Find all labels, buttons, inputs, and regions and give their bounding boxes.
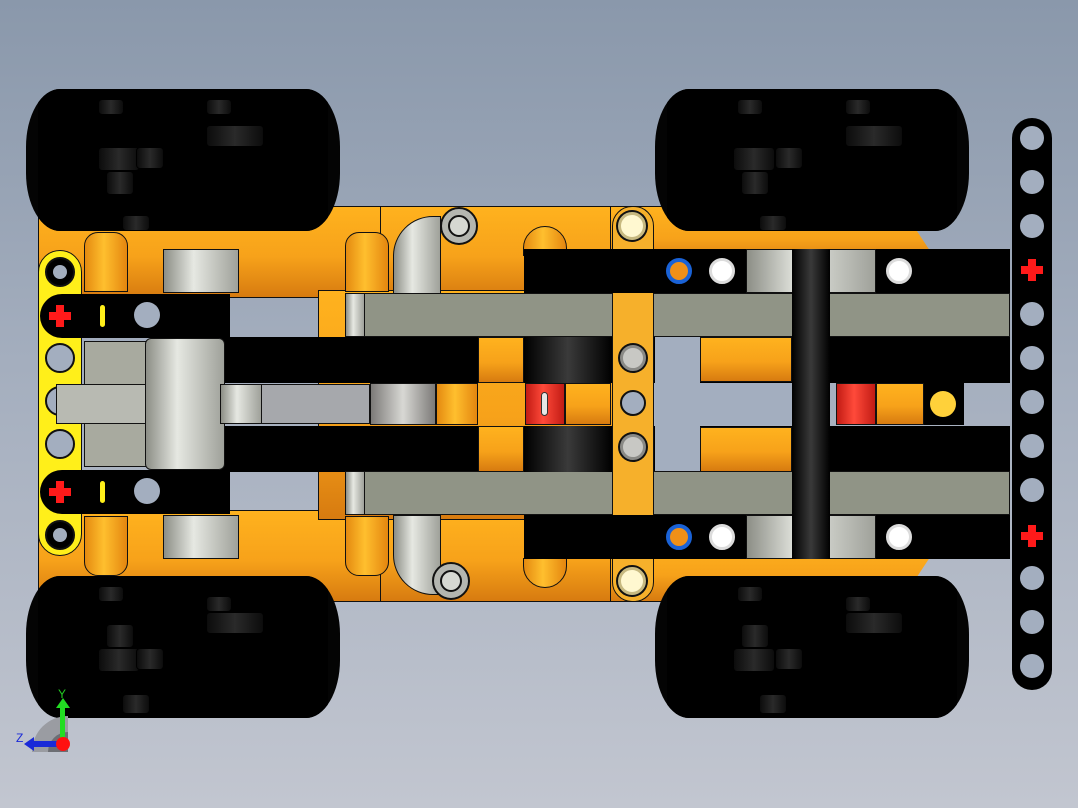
front-frame-hole [45,520,75,550]
z-axis-arrowhead-icon [24,737,34,751]
liftarm-hole [1020,170,1044,194]
y-axis-arrow-icon [60,706,65,746]
liftarm-hole [1020,346,1044,370]
rear-gap-center [700,383,792,425]
x-axis-dot-icon [56,737,70,751]
axle-cross-icon [1019,523,1045,549]
axle-cross-icon [1019,257,1045,283]
liftarm-hole [1020,610,1044,634]
liftarm-hole [1020,214,1044,238]
tire-front-right[interactable] [26,576,340,718]
yellow-slot [100,481,105,503]
pin-hole [134,478,160,504]
grey-beam-top [345,293,1010,337]
exhaust-pipe-bottom-end [432,562,470,600]
center-coupling [565,383,611,425]
front-frame-hole [45,343,75,373]
drive-coupling [436,383,478,425]
white-pin [709,258,735,284]
white-pin [886,258,912,284]
rear-gap [655,337,700,472]
grey-beam-end-top [345,293,365,337]
center-block-bottom [478,426,524,472]
y-axis-label: Y [58,687,67,701]
rear-coupling [876,383,924,425]
red-bush-center-slot [541,392,548,416]
pin-bottom [618,567,646,595]
white-pin [886,524,912,550]
front-connector-bottom [163,515,239,559]
liftarm-hole [1020,654,1044,678]
liftarm-hole [1020,302,1044,326]
blue-pin-bottom [666,524,692,550]
axle-cross-icon [47,479,73,505]
pin-hole [134,302,160,328]
front-mount-top [84,232,128,292]
front-mount-bottom [84,516,128,576]
tire-front-left[interactable] [26,89,340,231]
axle-cross-icon [47,303,73,329]
rear-block-top [700,337,792,382]
tire-rear-left[interactable] [655,89,969,231]
axle-pin [620,434,646,460]
exhaust-pipe-top-end [440,207,478,245]
steering-bushing [370,383,436,425]
tire-rear-right[interactable] [655,576,969,718]
axis-triad[interactable]: Y Z [12,684,82,754]
gearbox-bottom [524,426,612,472]
front-connector-top [163,249,239,293]
center-block-top [478,337,524,383]
pin-top [618,212,646,240]
liftarm-hole [620,390,646,416]
yellow-slot [100,305,105,327]
liftarm-hole [1020,478,1044,502]
motor-cylinder [145,338,225,470]
mid-mount-bottom [345,516,389,576]
rear-axle-vertical [792,249,830,559]
grey-beam-end-bottom [345,471,365,515]
white-pin [709,524,735,550]
red-bush-rear [836,383,876,425]
steering-rack-head [56,384,156,424]
liftarm-hole [1020,434,1044,458]
liftarm-hole [1020,126,1044,150]
grey-beam-bottom [345,471,1010,515]
blue-pin-top [666,258,692,284]
rear-block-bottom [700,427,792,472]
liftarm-hole [1020,390,1044,414]
front-frame-hole [45,257,75,287]
gearbox-top [524,337,612,383]
axle-pin [620,345,646,371]
steering-rod-end [220,384,262,424]
yellow-pin-rear [930,391,956,417]
front-frame-hole [45,429,75,459]
z-axis-label: Z [16,731,24,745]
y-axis-arrowhead-icon [56,698,70,708]
z-axis-arrow-icon [32,741,62,747]
liftarm-hole [1020,566,1044,590]
mid-mount-top [345,232,389,292]
